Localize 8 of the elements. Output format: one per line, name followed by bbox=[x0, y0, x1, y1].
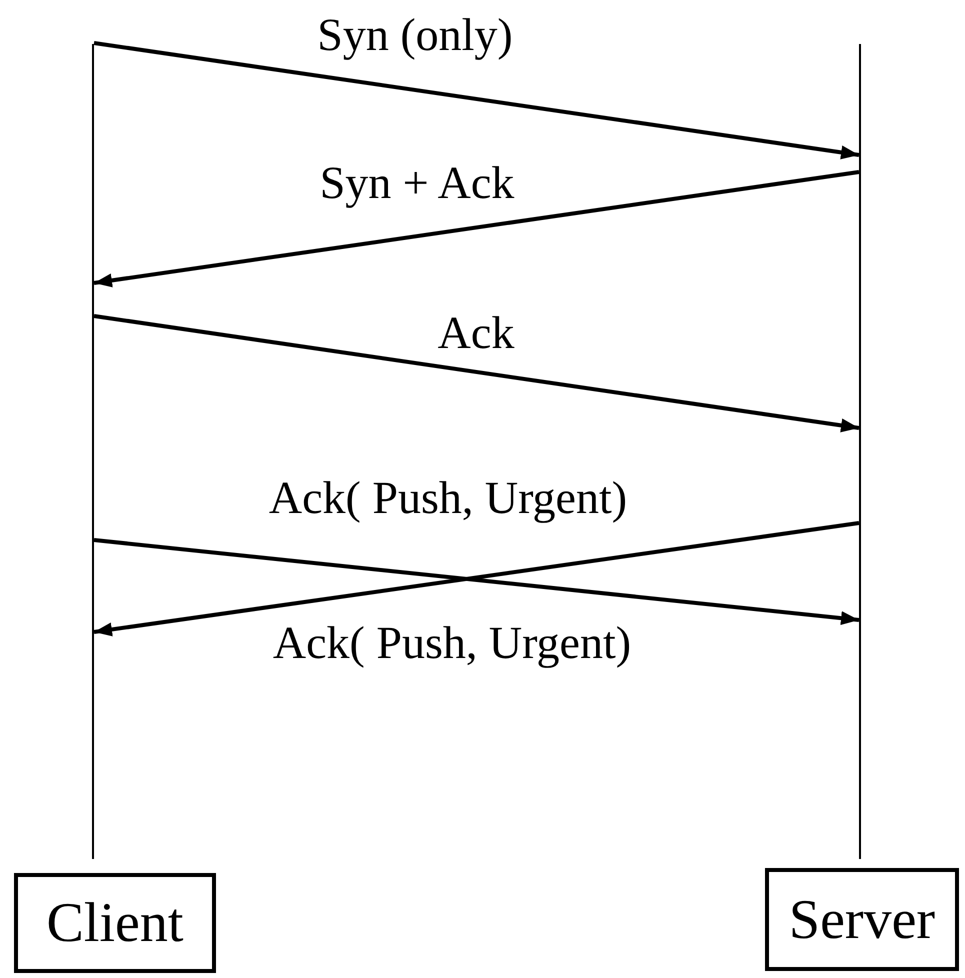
participant-box: Server bbox=[765, 868, 959, 971]
arrow bbox=[94, 314, 860, 432]
participant-box: Client bbox=[14, 873, 216, 973]
lifeline bbox=[859, 44, 861, 859]
arrow bbox=[94, 538, 860, 626]
lifeline bbox=[92, 44, 94, 859]
arrow bbox=[94, 521, 860, 636]
arrow bbox=[94, 170, 860, 288]
